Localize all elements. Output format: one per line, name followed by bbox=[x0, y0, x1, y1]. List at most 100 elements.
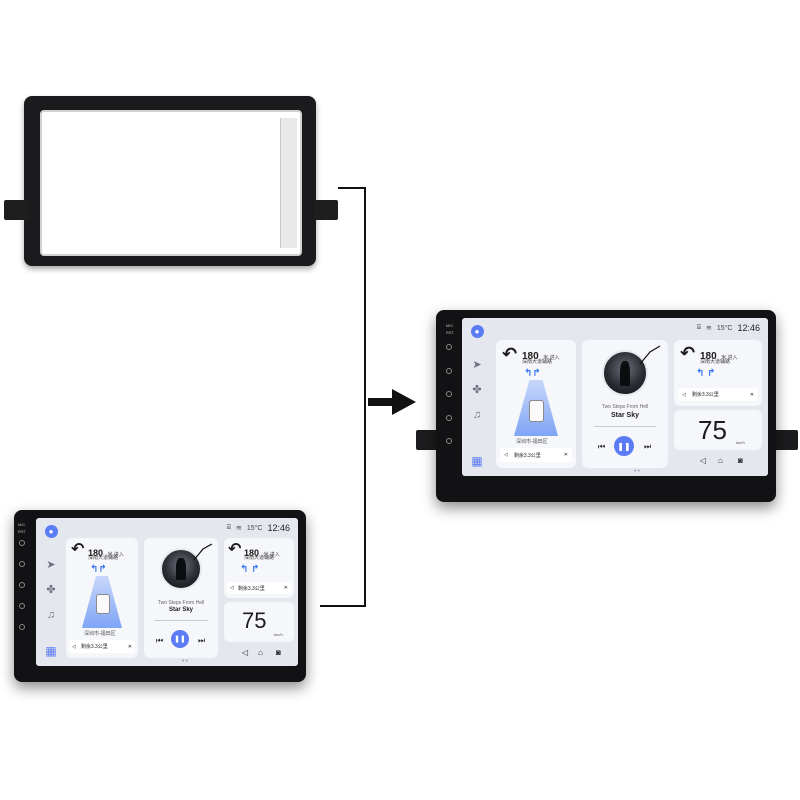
fan-icon[interactable]: ✤ bbox=[472, 384, 482, 396]
apps-grid-icon[interactable]: ▦ bbox=[471, 454, 483, 468]
song-artist: Two Steps From Hell bbox=[601, 404, 649, 410]
navigate-icon-bottom[interactable]: ◁ bbox=[242, 648, 249, 657]
assistant-icon[interactable]: ● bbox=[470, 325, 484, 338]
close-icon-small[interactable]: ✕ bbox=[749, 391, 754, 398]
mic-label: MIC bbox=[446, 323, 454, 328]
home-icon-bottom[interactable]: ⌂ bbox=[258, 648, 263, 657]
connector-line-vertical bbox=[364, 187, 366, 607]
fan-icon-bottom[interactable]: ✤ bbox=[46, 584, 56, 596]
speed-card-bottom: 75 km/h bbox=[224, 602, 294, 642]
nav-card-small[interactable]: ↶ 180 米 进入 深南大道辅路 ↰ ↱ ◁ 剩余3.3公里 ✕ bbox=[674, 340, 762, 406]
camera-icon[interactable]: ◙ bbox=[738, 456, 743, 465]
speed-unit: km/h bbox=[736, 440, 745, 445]
connector-line-top bbox=[338, 187, 366, 189]
camera-icon-bottom[interactable]: ◙ bbox=[276, 648, 281, 657]
song-title-bottom: Star Sky bbox=[168, 607, 193, 613]
usb-icon-bottom: ⌸ bbox=[226, 524, 231, 531]
nav-card-small-bottom[interactable]: ↶ 180 米 进入 深南大道辅路 ↰ ↱ ◁ 剩余3.3公里 ✕ bbox=[224, 538, 294, 598]
nav2-remaining-bar-bottom[interactable]: ◁ 剩余3.3公里 ✕ bbox=[227, 582, 291, 594]
song-artist-bottom: Two Steps From Hell bbox=[157, 600, 205, 606]
progress-bar-bottom[interactable] bbox=[154, 620, 208, 621]
status-bar-bottom: ⌸ ≋ 15°C 12:46 bbox=[227, 523, 290, 533]
device-top-screen[interactable]: ● ➤ ✤ ♫ ▦ ⌸ ≋ 15°C 12:46 ↶ 180 米 进入 深南大道… bbox=[462, 318, 768, 476]
nav2-distance-unit: 米 进入 bbox=[721, 355, 738, 361]
nav2-remaining: 剩余3.3公里 bbox=[691, 392, 719, 398]
nav-card-bottom[interactable]: ↶ 180 米 进入 深南大道辅路 ↰↱ 深圳市-福田区 ◁ 剩余3.3公里 ✕ bbox=[66, 538, 138, 658]
nav2-road-bottom: 深南大道辅路 bbox=[244, 555, 275, 561]
nav2-remaining-bar[interactable]: ◁ 剩余3.3公里 ✕ bbox=[678, 388, 758, 401]
side-buttons-bottom[interactable] bbox=[19, 540, 25, 630]
navigation-arrow-icon-bottom[interactable]: ➤ bbox=[46, 559, 56, 571]
mic-label-bottom: MIC bbox=[18, 522, 26, 527]
tonearm-icon bbox=[639, 345, 661, 365]
navigation-arrow-icon[interactable]: ➤ bbox=[472, 359, 482, 371]
wifi-icon: ≋ bbox=[705, 325, 712, 332]
temperature-bottom: 15°C bbox=[246, 524, 263, 532]
nav-remaining-bar[interactable]: ◁ 剩余3.3公里 ✕ bbox=[500, 448, 572, 462]
volume-icon-small: ◁ bbox=[682, 391, 686, 398]
frame-bracket-right bbox=[314, 200, 338, 220]
close-icon-bottom[interactable]: ✕ bbox=[127, 643, 132, 650]
nav-remaining: 剩余3.3公里 bbox=[513, 452, 541, 459]
device-top-bracket-left bbox=[416, 430, 440, 450]
frame-inner-lip bbox=[280, 118, 297, 248]
connector-line-bottom bbox=[320, 605, 366, 607]
previous-icon-bottom[interactable]: ⏮ bbox=[156, 636, 164, 645]
progress-bar[interactable] bbox=[594, 426, 656, 427]
assistant-icon-bottom[interactable]: ● bbox=[44, 525, 58, 538]
device-bottom-screen[interactable]: ● ➤ ✤ ♫ ▦ ⌸ ≋ 15°C 12:46 ↶ 180 米 进入 深南大道… bbox=[36, 518, 298, 666]
device-top-shell: MIC RST ● ➤ ✤ ♫ ▦ ⌸ ≋ 15°C 12:46 ↶ 180 米… bbox=[436, 310, 776, 502]
side-buttons[interactable] bbox=[446, 344, 452, 444]
pause-icon-bottom[interactable]: ❚❚ bbox=[171, 630, 189, 648]
nav-card[interactable]: ↶ 180 米 进入 深南大道辅路 ↰↱ 深圳市-福田区 ◁ 剩余3.3公里 ✕ bbox=[496, 340, 576, 468]
close-icon[interactable]: ✕ bbox=[563, 452, 568, 458]
apps-grid-icon-bottom[interactable]: ▦ bbox=[45, 644, 57, 658]
car-icon-bottom bbox=[96, 594, 110, 614]
navigate-icon[interactable]: ◁ bbox=[700, 456, 707, 465]
home-icon[interactable]: ⌂ bbox=[718, 456, 723, 465]
rst-label: RST bbox=[446, 330, 454, 335]
music-note-icon[interactable]: ♫ bbox=[472, 409, 482, 421]
nav-remaining-bar-bottom[interactable]: ◁ 剩余3.3公里 ✕ bbox=[69, 640, 135, 653]
lane-arrows-icon-small-bottom: ↰ ↱ bbox=[240, 564, 260, 575]
pause-icon[interactable]: ❚❚ bbox=[614, 436, 634, 456]
music-card[interactable]: Two Steps From Hell Star Sky ⏮ ❚❚ ⏭ bbox=[582, 340, 668, 468]
music-note-icon-bottom[interactable]: ♫ bbox=[46, 609, 56, 621]
nav-road: 深南大道辅路 bbox=[522, 359, 553, 365]
nav2-distance: 180 bbox=[700, 351, 717, 362]
speed-value: 75 bbox=[698, 415, 727, 445]
u-turn-icon-small: ↶ bbox=[680, 343, 696, 363]
nav-distance-bottom: 180 bbox=[88, 548, 104, 558]
device-top-bracket-right bbox=[772, 430, 798, 450]
nav-road-bottom: 深南大道辅路 bbox=[88, 555, 119, 561]
nav-distance-unit: 米 进入 bbox=[543, 355, 560, 361]
clock-bottom: 12:46 bbox=[267, 523, 290, 533]
usb-icon: ⌸ bbox=[696, 324, 701, 331]
nav2-distance-unit-bottom: 米 进入 bbox=[263, 552, 280, 558]
status-bar: ⌸ ≋ 15°C 12:46 bbox=[697, 323, 760, 333]
next-icon-bottom[interactable]: ⏭ bbox=[198, 636, 206, 645]
car-icon bbox=[529, 400, 544, 422]
next-icon[interactable]: ⏭ bbox=[644, 442, 652, 451]
nav-distance-unit-bottom: 米 进入 bbox=[107, 552, 124, 558]
tonearm-icon-bottom bbox=[193, 543, 213, 561]
rst-label-bottom: RST bbox=[18, 529, 26, 534]
lane-arrows-icon-small: ↰ ↱ bbox=[696, 368, 716, 379]
nav2-distance-bottom: 180 bbox=[244, 548, 260, 558]
sidebar-bottom: ● ➤ ✤ ♫ ▦ bbox=[36, 518, 66, 666]
nav-location-bottom: 深圳市-福田区 bbox=[84, 631, 116, 637]
page-dots-bottom: •• bbox=[182, 658, 189, 665]
u-turn-icon-bottom: ↶ bbox=[71, 541, 85, 558]
close-icon-small-bottom[interactable]: ✕ bbox=[283, 585, 288, 591]
song-title: Star Sky bbox=[610, 412, 640, 419]
device-bottom-shell: MIC RST ● ➤ ✤ ♫ ▦ ⌸ ≋ 15°C 12:46 ↶ 180 米… bbox=[14, 510, 306, 682]
album-art bbox=[602, 350, 648, 396]
clock: 12:46 bbox=[737, 323, 760, 333]
sidebar: ● ➤ ✤ ♫ ▦ bbox=[462, 318, 492, 476]
frame-bracket-left bbox=[4, 200, 28, 220]
volume-icon: ◁ bbox=[504, 452, 508, 458]
page-dots: •• bbox=[634, 468, 641, 475]
previous-icon[interactable]: ⏮ bbox=[598, 442, 606, 451]
result-arrow-icon bbox=[368, 389, 416, 415]
music-card-bottom[interactable]: Two Steps From Hell Star Sky ⏮ ❚❚ ⏭ bbox=[144, 538, 218, 658]
